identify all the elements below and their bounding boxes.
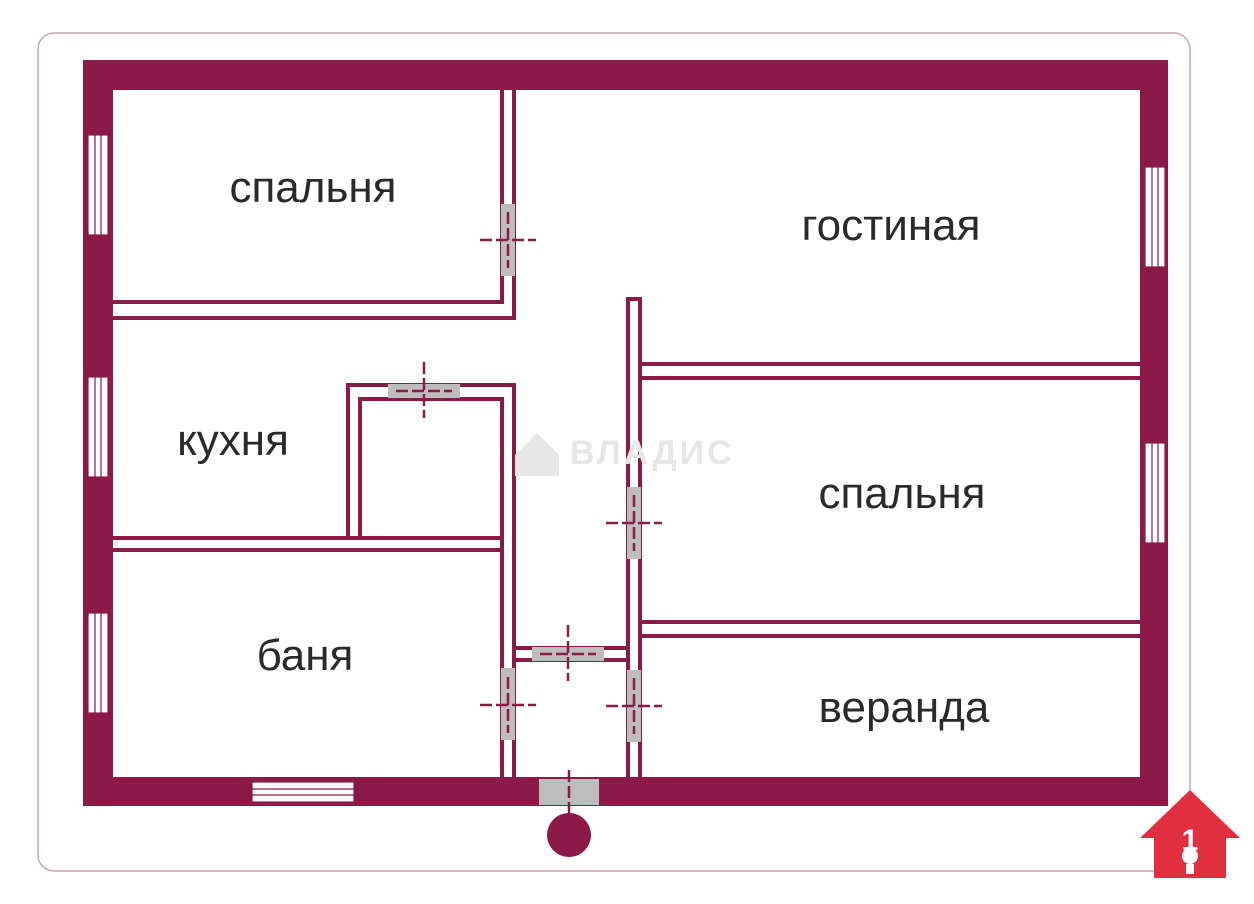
window-right-middle xyxy=(1144,442,1166,544)
house-key-logo-icon: 1 xyxy=(1140,790,1240,878)
room-label-bedroom-right: спальня xyxy=(818,469,985,518)
window-left-top xyxy=(87,134,109,236)
door-markers xyxy=(396,212,662,816)
room-label-kitchen: кухня xyxy=(177,416,289,465)
window-right-top xyxy=(1144,166,1166,268)
room-label-living-room: гостиная xyxy=(802,201,981,250)
window-left-bottom xyxy=(87,612,109,714)
entrance-marker xyxy=(547,813,591,857)
windows xyxy=(87,134,1166,803)
room-label-bath: баня xyxy=(257,631,354,680)
watermark-text: ВЛАДИС xyxy=(570,434,735,472)
badge-digit: 1 xyxy=(1182,824,1199,857)
watermark-house-icon xyxy=(515,433,559,476)
room-label-veranda: веранда xyxy=(819,683,990,732)
window-bottom xyxy=(251,781,355,803)
window-left-middle xyxy=(87,376,109,478)
outer-frame xyxy=(37,32,1191,872)
watermark: ВЛАДИС xyxy=(515,433,735,476)
room-labels: спальня гостиная кухня спальня баня вера… xyxy=(177,163,990,732)
room-label-bedroom-top: спальня xyxy=(229,163,396,212)
